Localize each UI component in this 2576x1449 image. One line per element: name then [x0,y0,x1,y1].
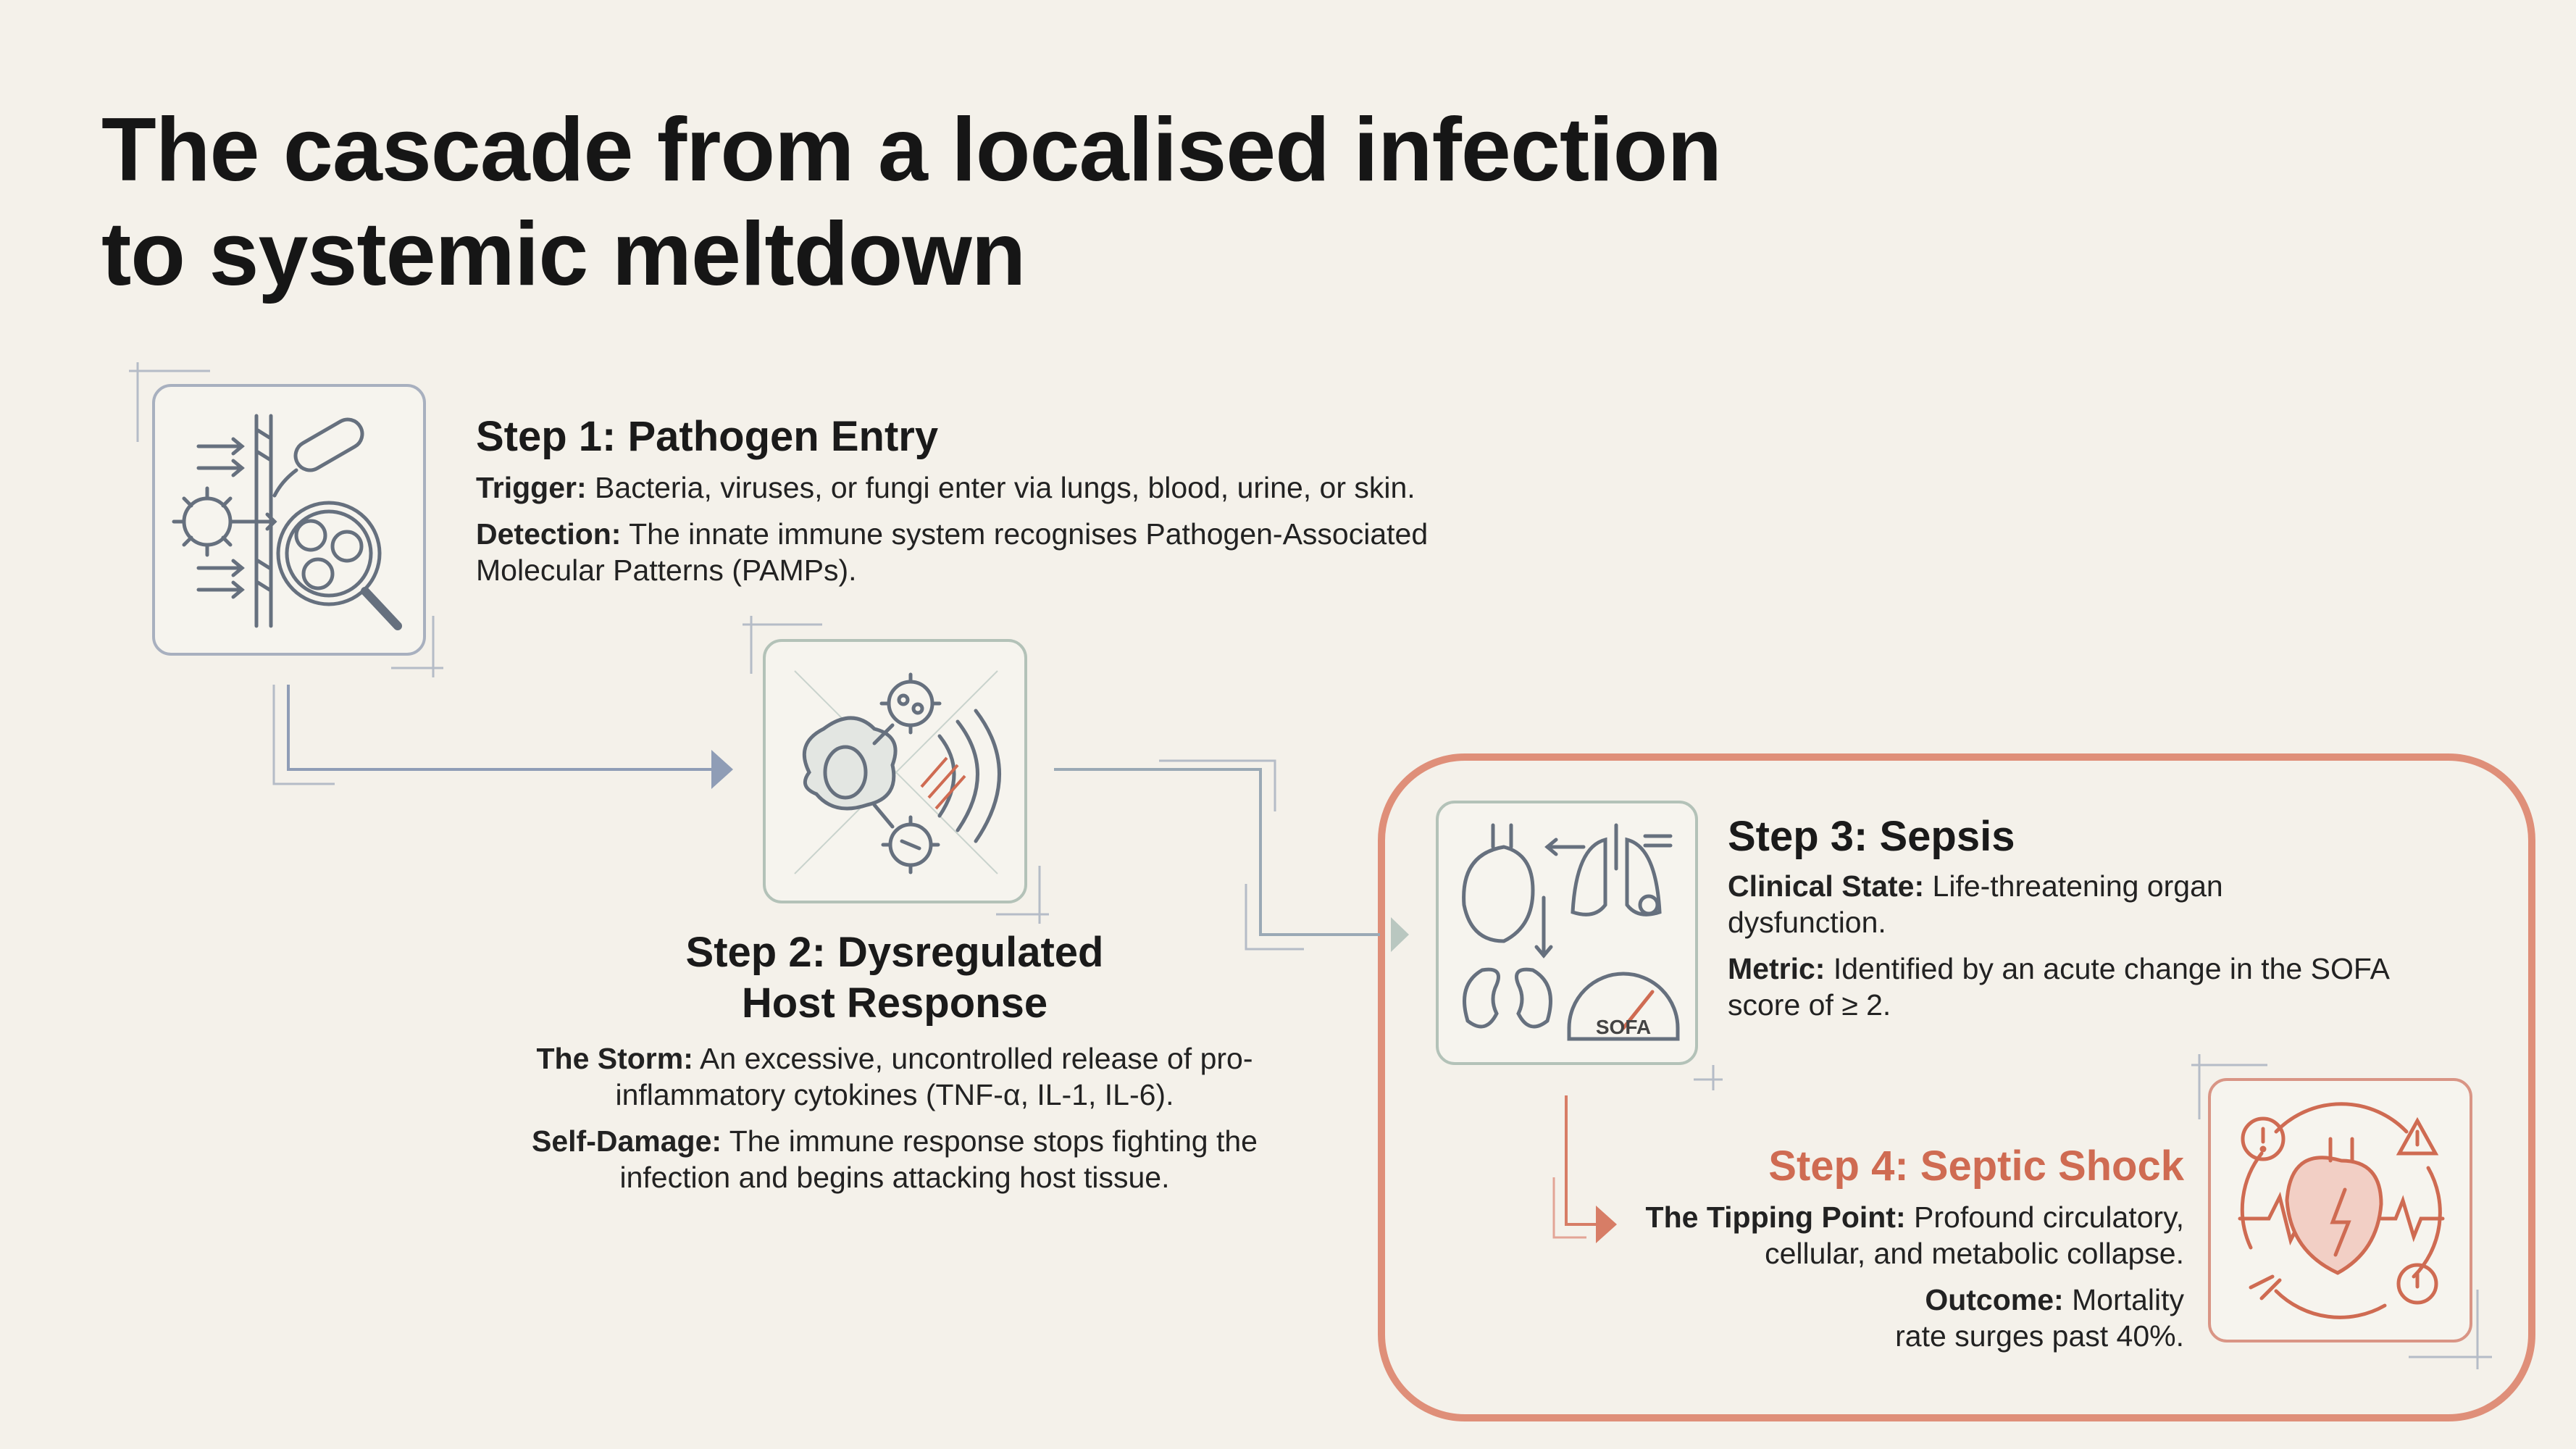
arrowhead-step3 [1391,917,1409,952]
step2-title-line-1: Step 2: Dysregulated [685,929,1104,976]
step1-trigger-text: Bacteria, viruses, or fungi enter via lu… [595,471,1415,504]
step4-tipping-point: The Tipping Point: Profound circulatory,… [1565,1199,2184,1271]
cytokine-storm-icon [794,670,1001,874]
step1-trigger: Trigger: Bacteria, viruses, or fungi ent… [476,469,1490,506]
step1-detection-label: Detection: [476,517,622,551]
step3-text: Step 3: Sepsis Clinical State: Life-thre… [1728,811,2452,1023]
step3-clinical-state-text: Life-threatening organ dysfunction. [1728,869,2223,939]
step3-clinical-state: Clinical State: Life-threatening organ d… [1728,868,2278,940]
step4-tipping-point-text: Profound circulatory, cellular, and meta… [1765,1200,2184,1270]
step2-storm-label: The Storm: [536,1042,693,1075]
sofa-gauge-label: SOFA [1596,1016,1651,1038]
arrowhead-step4 [1596,1206,1617,1243]
septic-shock-icon-frame [2208,1078,2472,1342]
organ-dysfunction-icon-frame: SOFA [1436,801,1698,1065]
step1-title: Step 1: Pathogen Entry [476,413,939,460]
sepsis-highlight-frame [1378,753,2535,1421]
step2-self-damage-label: Self-Damage: [532,1124,722,1158]
cytokine-storm-icon-frame [763,639,1027,903]
connector-step1-step2 [272,685,717,785]
step2-storm-text: An excessive, uncontrolled release of pr… [615,1042,1253,1111]
title-line-1: The cascade from a localised infection [101,100,1722,200]
page-title: The cascade from a localised infection t… [101,98,1840,306]
step2-self-damage-text: The immune response stops fighting the i… [619,1124,1258,1194]
step4-title: Step 4: Septic Shock [1768,1143,2184,1190]
step4-text: Step 4: Septic Shock The Tipping Point: … [1565,1141,2184,1354]
step1-text: Step 1: Pathogen Entry Trigger: Bacteria… [476,412,1490,588]
organ-dysfunction-icon: SOFA [1462,823,1680,1041]
pathogen-entry-icon [172,414,402,630]
step3-metric-text: Identified by an acute change in the SOF… [1728,952,2388,1022]
step2-storm: The Storm: An excessive, uncontrolled re… [507,1040,1282,1113]
step1-detection-text: The innate immune system recognises Path… [476,517,1429,587]
title-line-2: to systemic meltdown [101,204,1026,304]
step2-self-damage: Self-Damage: The immune response stops f… [507,1123,1282,1195]
step4-outcome-text: Mortality rate surges past 40%. [1895,1283,2184,1353]
step4-tipping-point-label: The Tipping Point: [1645,1200,1906,1234]
step3-metric: Metric: Identified by an acute change in… [1728,951,2452,1023]
step2-title-line-2: Host Response [741,980,1048,1027]
step3-title: Step 3: Sepsis [1728,813,2015,860]
connector-step3-step4 [1552,1095,1601,1239]
step4-outcome: Outcome: Mortality rate surges past 40%. [1565,1282,2184,1354]
step3-metric-label: Metric: [1728,952,1826,985]
connector-step2-step3 [1054,759,1380,951]
step1-detection: Detection: The innate immune system reco… [476,516,1461,588]
arrowhead-step2 [711,750,733,789]
step3-clinical-state-label: Clinical State: [1728,869,1925,903]
step2-text: Step 2: Dysregulated Host Response The S… [507,927,1282,1195]
step1-trigger-label: Trigger: [476,471,587,504]
step4-outcome-label: Outcome: [1925,1283,2064,1316]
pathogen-entry-icon-frame [152,384,426,656]
septic-shock-heart-icon [2238,1102,2445,1319]
